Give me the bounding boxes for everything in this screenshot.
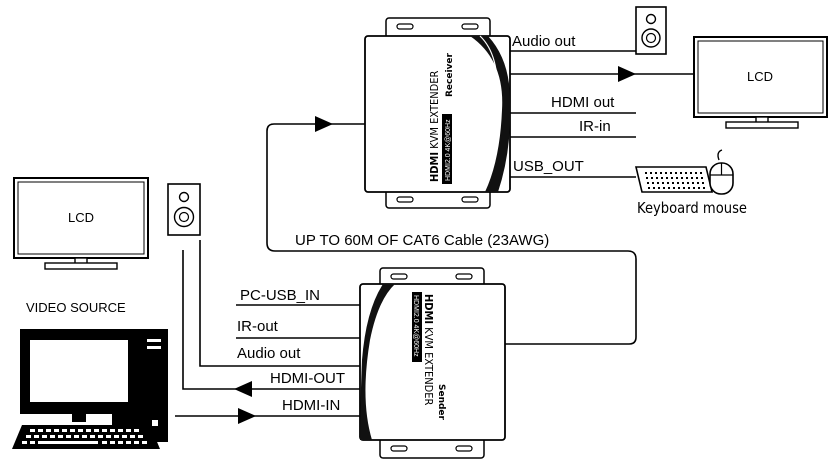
label-sender-ir-out: IR-out (237, 318, 279, 335)
receiver-connections (510, 50, 695, 178)
sender-title-bold: HDMI (422, 294, 435, 324)
label-receiver-ir-in: IR-in (579, 118, 611, 135)
sender-role: Sender (436, 384, 446, 421)
sender-connections (175, 240, 360, 417)
lcd-local-label: LCD (68, 210, 94, 225)
sender-spec: HDMI2.0 4K@60Hz (412, 295, 419, 357)
receiver-role: Receiver (445, 52, 455, 97)
lcd-remote-icon: LCD (693, 36, 828, 129)
svg-text:HDMI KVM EXTENDER: HDMI KVM EXTENDER (422, 294, 435, 406)
label-sender-hdmi-in: HDMI-IN (282, 397, 340, 414)
receiver-title-rest: KVM EXTENDER (428, 70, 441, 151)
label-receiver-audio-out: Audio out (512, 33, 576, 50)
video-source-pc-icon (12, 329, 168, 449)
arrow-hdmi-out (234, 381, 252, 397)
label-receiver-hdmi-out: HDMI out (551, 94, 615, 111)
sender-title-rest: KVM EXTENDER (422, 324, 435, 405)
label-sender-pc-usb-in: PC-USB_IN (240, 287, 320, 304)
receiver-unit: HDMI KVM EXTENDER Receiver HDMI2.0 4K@60… (364, 17, 511, 209)
cable-label: UP TO 60M OF CAT6 Cable (23AWG) (295, 232, 549, 249)
speaker-local-icon (167, 183, 201, 236)
svg-text:HDMI KVM EXTENDER: HDMI KVM EXTENDER (428, 70, 441, 182)
receiver-spec: HDMI2.0 4K@60Hz (445, 119, 452, 181)
label-sender-audio-out: Audio out (237, 345, 301, 362)
keyboard-mouse-icon: Keyboard mouse (634, 149, 747, 217)
arrow-cable-to-receiver (315, 116, 333, 132)
keyboard-mouse-label: Keyboard mouse (637, 199, 747, 217)
video-source-label: VIDEO SOURCE (26, 300, 126, 315)
arrow-to-lcd (618, 66, 636, 82)
receiver-title-bold: HDMI (428, 152, 441, 182)
sender-unit: HDMI KVM EXTENDER Sender HDMI2.0 4K@60Hz (359, 267, 506, 459)
speaker-remote-icon (635, 6, 667, 55)
lcd-remote-label: LCD (747, 69, 773, 84)
label-receiver-usb-out: USB_OUT (513, 158, 584, 175)
arrow-hdmi-in (238, 408, 256, 424)
cat6-cable (266, 123, 637, 345)
label-sender-hdmi-out: HDMI-OUT (270, 370, 345, 387)
lcd-local-icon: LCD (13, 177, 149, 270)
